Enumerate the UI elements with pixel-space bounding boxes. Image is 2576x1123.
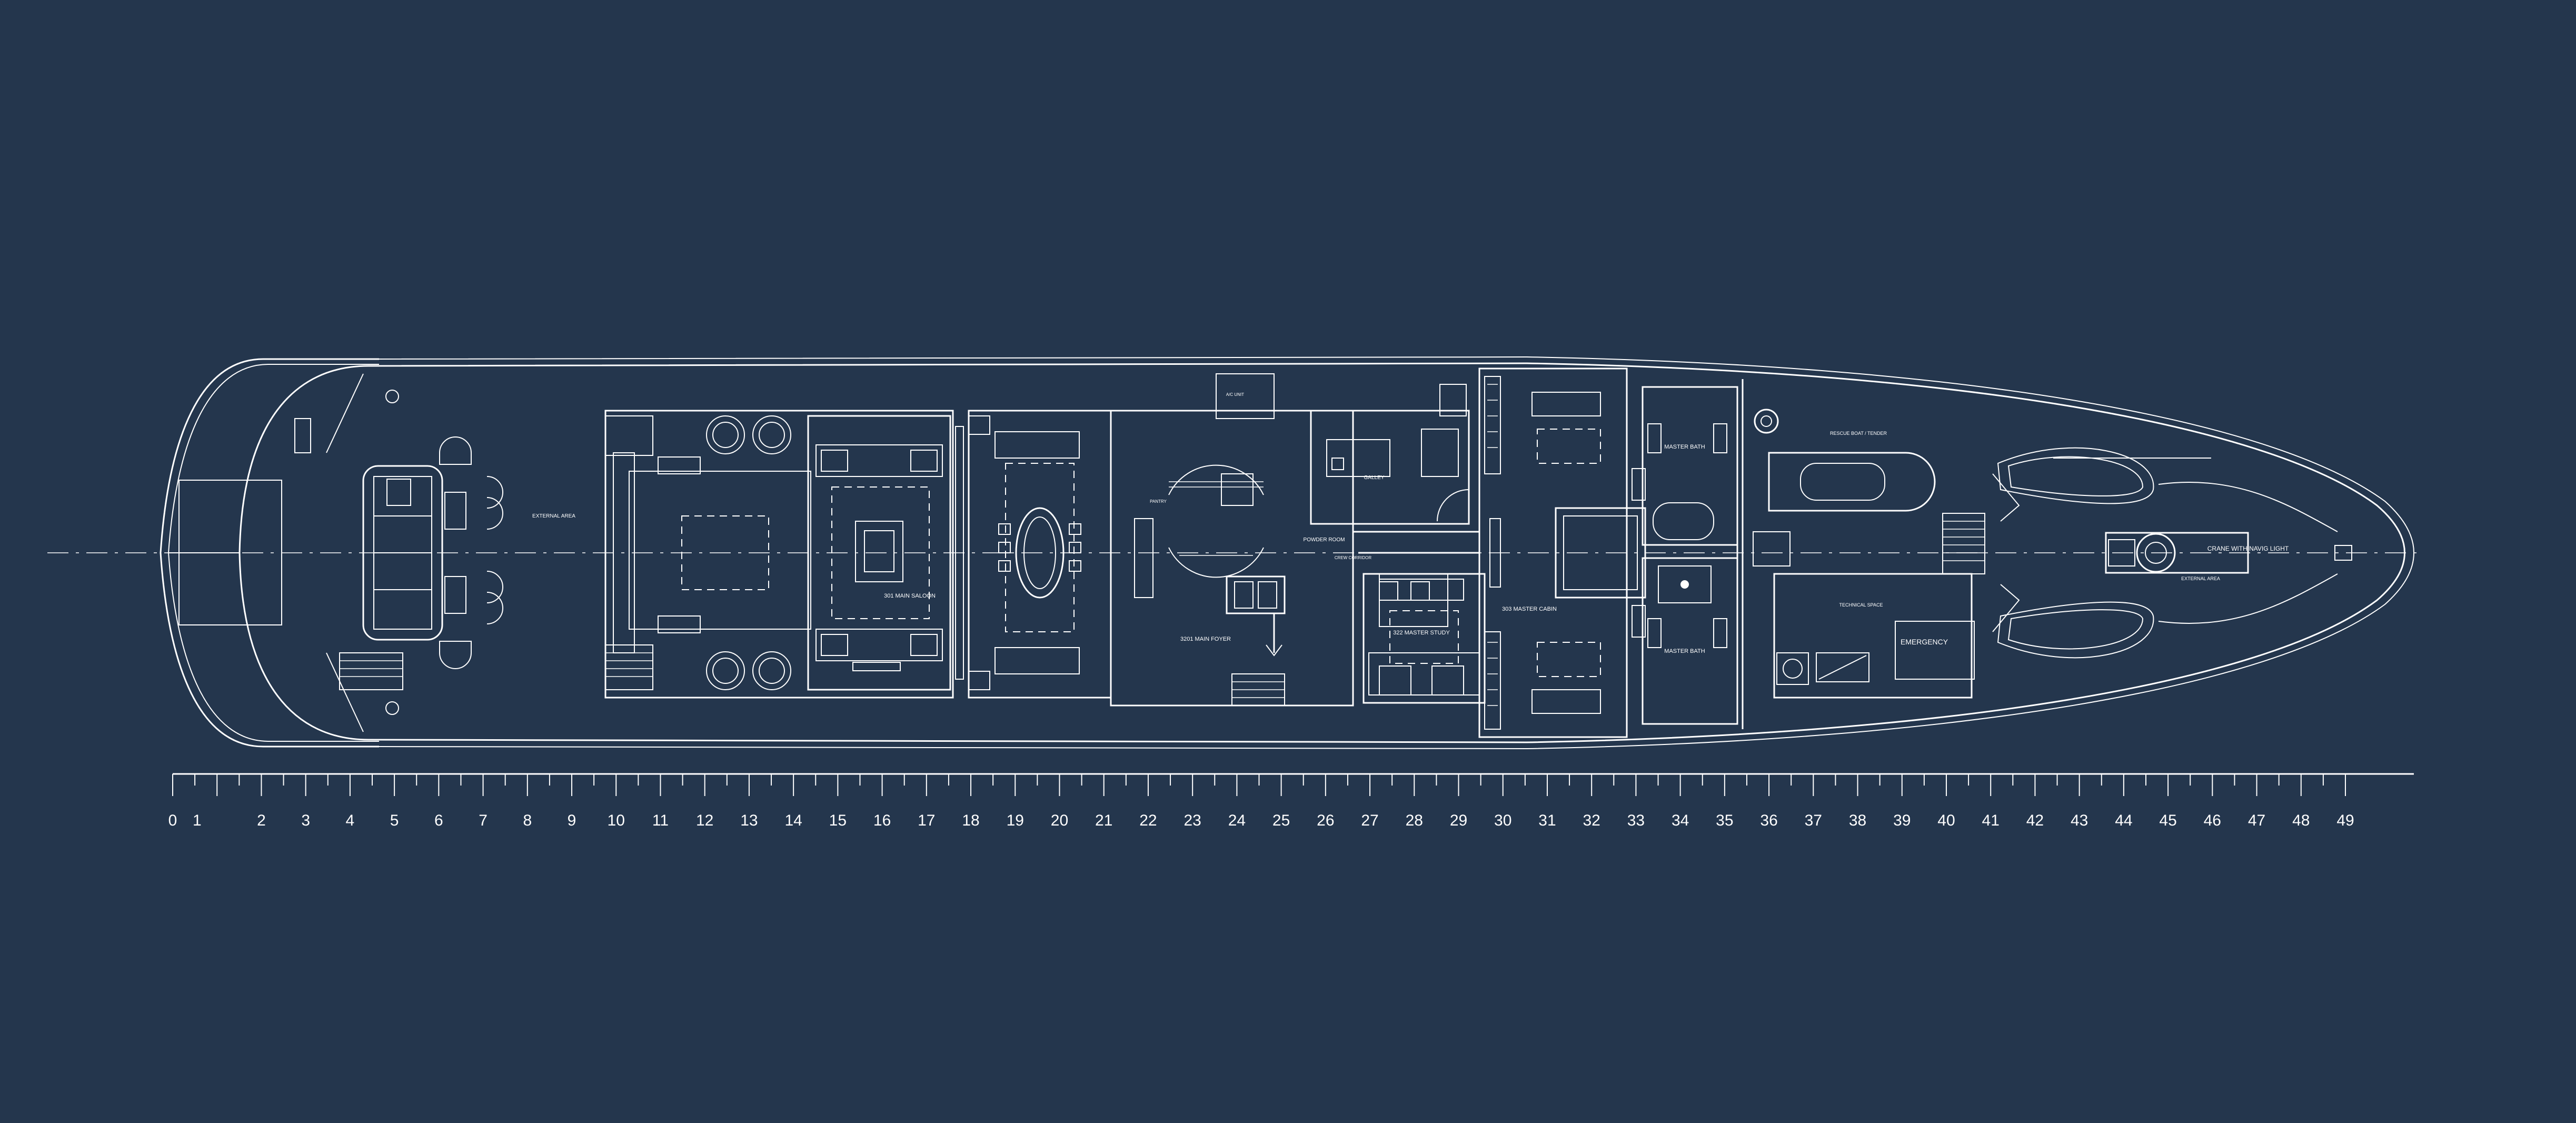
scale-label: 11 [652,812,669,829]
scale-label: 23 [1183,812,1201,829]
scale-label: 28 [1406,812,1423,829]
scale-label: 36 [1760,812,1777,829]
label-technical-space: TECHNICAL SPACE [1839,602,1883,608]
scale-label: 40 [1937,812,1955,829]
scale-label: 16 [873,812,891,829]
scale-label: 44 [2115,812,2132,829]
scale-label: 26 [1317,812,1334,829]
scale-label: 49 [2336,812,2354,829]
label-main-foyer: 3201 MAIN FOYER [1180,636,1231,642]
label-main-saloon: 301 MAIN SALOON [884,593,936,599]
label-galley: GALLEY [1364,475,1385,481]
scale-label: 6 [434,812,443,829]
scale-label: 9 [568,812,576,829]
scale-label: 2 [257,812,266,829]
scale-label: 27 [1361,812,1378,829]
label-powder-room: POWDER ROOM [1304,537,1345,543]
label-external-area-fwd: EXTERNAL AREA [2181,576,2220,581]
label-pantry: PANTRY [1150,499,1167,504]
scale-label: 35 [1716,812,1733,829]
label-master-bath-upper: MASTER BATH [1664,444,1705,450]
scale-label: 4 [346,812,355,829]
scale-label: 20 [1051,812,1068,829]
scale-label: 3 [301,812,310,829]
dining-room [968,410,1112,699]
label-master-study: 322 MASTER STUDY [1393,630,1450,636]
scale-label: 13 [740,812,758,829]
master-baths [1632,386,1738,725]
label-crew-corridor: CREW CORRIDOR [1335,555,1371,560]
scale-label: 39 [1893,812,1911,829]
forward-deck [1742,379,2352,729]
scale-label: 33 [1627,812,1645,829]
scale-label: 42 [2026,812,2044,829]
scale-label: 38 [1849,812,1866,829]
scale-label: 1 [193,812,202,829]
scale-label: 10 [608,812,625,829]
scale-label: 15 [829,812,847,829]
master-study [1362,573,1486,704]
label-master-bath-lower: MASTER BATH [1664,648,1705,654]
scale-label: 21 [1095,812,1112,829]
scale-label: 12 [696,812,713,829]
scale-label: 25 [1272,812,1290,829]
scale-label: 47 [2248,812,2265,829]
scale-label: 30 [1494,812,1511,829]
main-saloon [604,410,964,699]
master-cabin [1478,367,1646,738]
main-foyer [1110,410,1354,707]
scale-label: 22 [1139,812,1157,829]
scale-label: 29 [1450,812,1467,829]
scale-label: 46 [2204,812,2221,829]
scale-label: 24 [1228,812,1246,829]
scale-label: 32 [1583,812,1600,829]
hull-outline [160,356,2414,750]
scale-label: 0 [168,812,177,829]
scale-label: 48 [2292,812,2310,829]
galley-zone [1216,373,1480,695]
scale-label: 37 [1805,812,1822,829]
label-external-area-aft: EXTERNAL AREA [532,513,575,519]
scale-label: 45 [2159,812,2176,829]
scale-ticks [172,774,2346,796]
scale-label: 5 [390,812,399,829]
label-tender-area: RESCUE BOAT / TENDER [1830,431,1887,436]
aft-deck [294,373,503,732]
label-crane: CRANE WITH NAVIG LIGHT [2207,545,2289,552]
scale-label: 18 [962,812,979,829]
scale-label: 34 [1672,812,1689,829]
scale-label: 43 [2071,812,2088,829]
label-master-cabin: 303 MASTER CABIN [1502,606,1557,612]
scale-label: 31 [1538,812,1556,829]
scale-label: 41 [1982,812,2000,829]
scale-label: 8 [523,812,532,829]
scale-label: 19 [1007,812,1024,829]
label-emergency: EMERGENCY [1901,638,1948,646]
scale-label: 14 [784,812,802,829]
label-ac-unit: A/C UNIT [1226,392,1244,397]
scale-label: 7 [479,812,488,829]
scale-label: 17 [918,812,935,829]
